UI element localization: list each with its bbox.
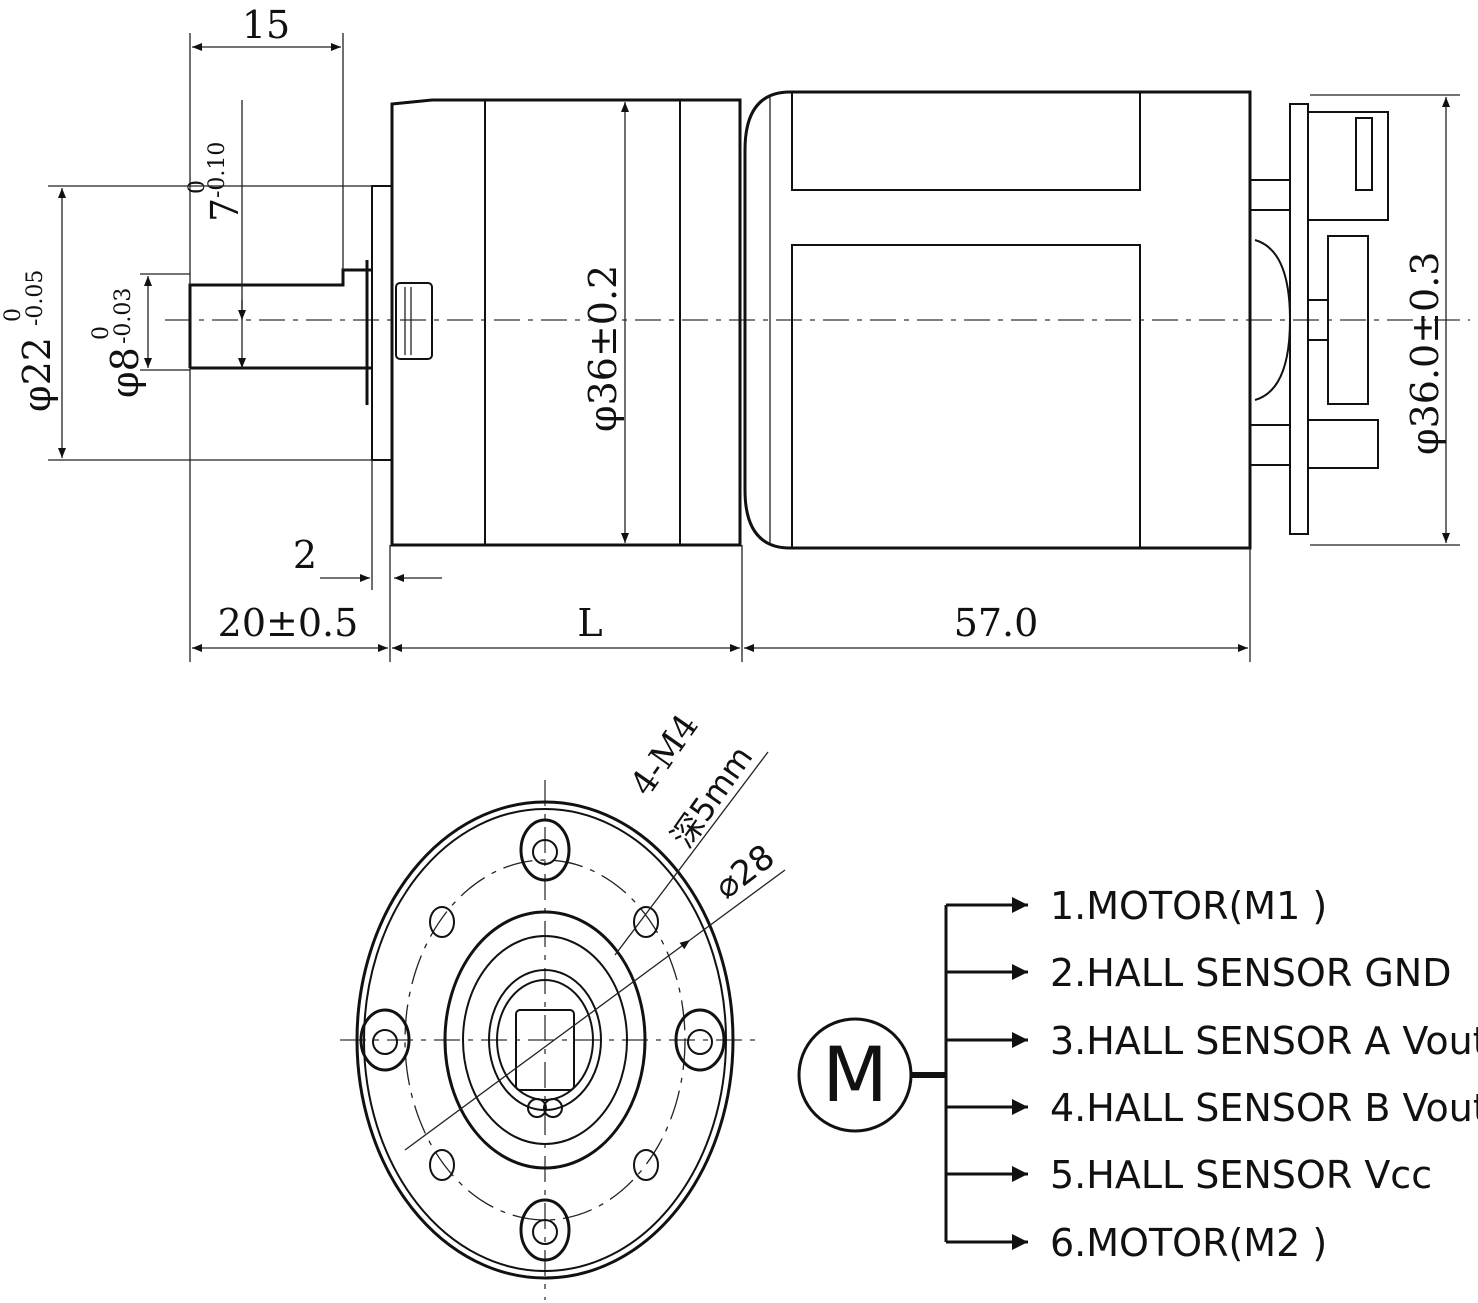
encoder-pcb [1249, 103, 1389, 535]
dim-20: 20±0.5 [218, 601, 359, 645]
pin-label: 5.HALL SENSOR Vcc [1050, 1153, 1432, 1197]
motor-body [743, 90, 1252, 550]
dim-57: 57.0 [954, 601, 1039, 645]
pin-label: 2.HALL SENSOR GND [1050, 951, 1451, 995]
flange-outline [355, 800, 735, 1280]
pin-label: 4.HALL SENSOR B Vout [1050, 1086, 1478, 1130]
dim-d8: φ8 [103, 347, 147, 398]
motor-symbol-label: M [822, 1030, 888, 1119]
dim-d22-tol-lower: -0.05 [23, 270, 48, 326]
dim-L: L [577, 601, 602, 645]
dim-d22-tol-upper: 0 [1, 308, 26, 322]
mounting-screws [359, 818, 726, 1262]
dim-7-tol-upper: 0 [185, 180, 210, 194]
pin-label: 3.HALL SENSOR A Vout [1050, 1019, 1478, 1063]
pcd-label: ⌀28 [707, 837, 782, 907]
dim-d8-tol-lower: -0.03 [111, 288, 136, 344]
wiring-diagram: M 1.MOTOR(M1 ) 2.HALL SENSOR GND 3.HALL SE… [797, 884, 1478, 1265]
pin-label: 1.MOTOR(M1 ) [1050, 884, 1327, 928]
side-view: 15 7 -0.10 0 φ22 -0.05 0 φ8 -0.03 0 φ36±… [1, 3, 1470, 662]
dim-7-tol-lower: -0.10 [205, 142, 230, 198]
dim-d36-motor: φ36.0±0.3 [1403, 252, 1447, 456]
front-view: 4-M4 深5mm ⌀28 [340, 707, 786, 1300]
output-shaft [188, 268, 372, 370]
pin-label: 6.MOTOR(M2 ) [1050, 1221, 1327, 1265]
gearbox-body [390, 98, 742, 547]
bearing-boss [371, 185, 393, 461]
dim-d22: φ22 [15, 337, 59, 412]
shaft-end [515, 1009, 575, 1091]
dim-15: 15 [242, 3, 290, 47]
dim-7: 7 [203, 198, 247, 222]
motor-window-bottom [791, 244, 1141, 548]
dim-2: 2 [293, 533, 317, 577]
dim-d36-gearbox: φ36±0.2 [581, 265, 625, 432]
dim-d8-tol-upper: 0 [89, 326, 114, 340]
motor-window-top [791, 92, 1141, 191]
m4-holes [429, 906, 659, 1181]
